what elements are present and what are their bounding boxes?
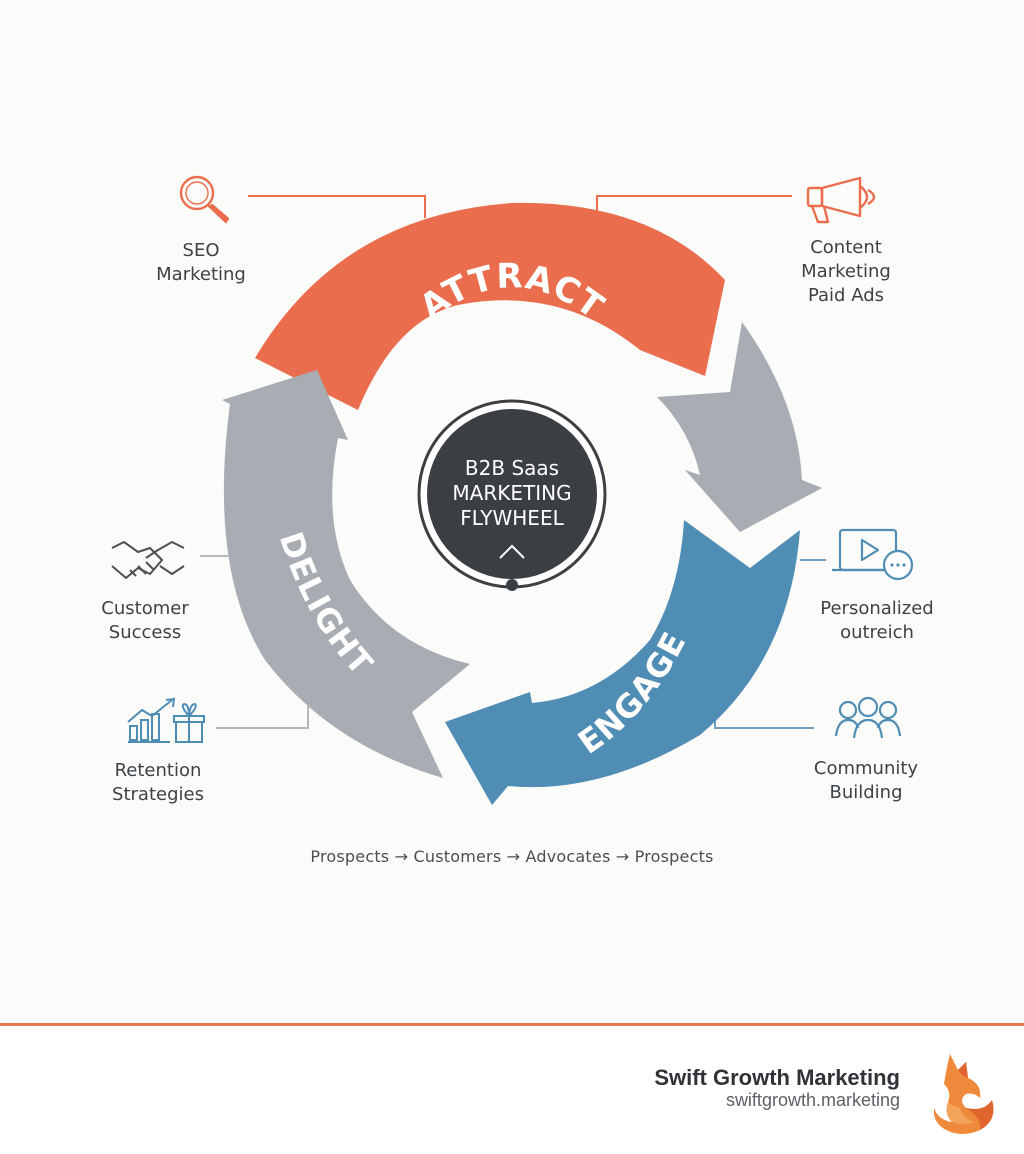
center-line-3: FLYWHEEL: [460, 506, 564, 530]
label-retention-line2: Strategies: [112, 784, 204, 805]
engage-arrow: [445, 520, 800, 805]
gray-connector-arrow: [657, 322, 822, 532]
magnifier-icon: [179, 175, 229, 224]
label-customer-success-line1: Customer: [101, 598, 189, 619]
label-personalized-line1: Personalized: [820, 598, 934, 619]
fox-logo-icon: [933, 1054, 994, 1134]
megaphone-icon: [806, 176, 876, 224]
footer-divider: [0, 1023, 1024, 1026]
label-seo: SEO Marketing: [111, 239, 291, 287]
attract-arrow: [255, 202, 725, 410]
label-customer-success: Customer Success: [55, 597, 235, 645]
brand-name: Swift Growth Marketing: [654, 1065, 900, 1090]
label-community: Community Building: [776, 757, 956, 805]
label-personalized-line2: outreich: [840, 622, 914, 643]
flywheel-diagram: ATTRACT ENGAGE DELIGHT B2B Saas MARKETIN…: [111, 175, 914, 805]
label-seo-line2: Marketing: [156, 264, 246, 285]
center-line-2: MARKETING: [452, 481, 571, 505]
label-personalized: Personalized outreich: [787, 597, 967, 645]
label-seo-line1: SEO: [182, 240, 220, 261]
delight-arrow: [222, 370, 470, 778]
chevron-up-icon: [499, 544, 525, 559]
label-retention: Retention Strategies: [68, 759, 248, 807]
center-line-1: B2B Saas: [465, 456, 559, 480]
growth-gift-icon: [127, 697, 205, 743]
footer: [0, 1026, 1024, 1154]
label-customer-success-line2: Success: [108, 622, 182, 643]
handshake-icon: [111, 541, 185, 579]
label-community-line1: Community: [813, 758, 919, 779]
brand-url: swiftgrowth.marketing: [725, 1090, 900, 1110]
label-community-line2: Building: [829, 782, 903, 803]
center-hub: B2B Saas MARKETING FLYWHEEL: [417, 399, 607, 591]
label-content-line1: Content: [810, 237, 882, 258]
video-chat-icon: [832, 528, 914, 581]
label-content: Content Marketing Paid Ads: [756, 236, 936, 308]
people-group-icon: [834, 696, 902, 739]
label-content-line3: Paid Ads: [807, 285, 885, 306]
label-retention-line1: Retention: [114, 760, 202, 781]
label-content-line2: Marketing: [801, 261, 891, 282]
flow-caption: Prospects → Customers → Advocates → Pros…: [310, 847, 714, 866]
